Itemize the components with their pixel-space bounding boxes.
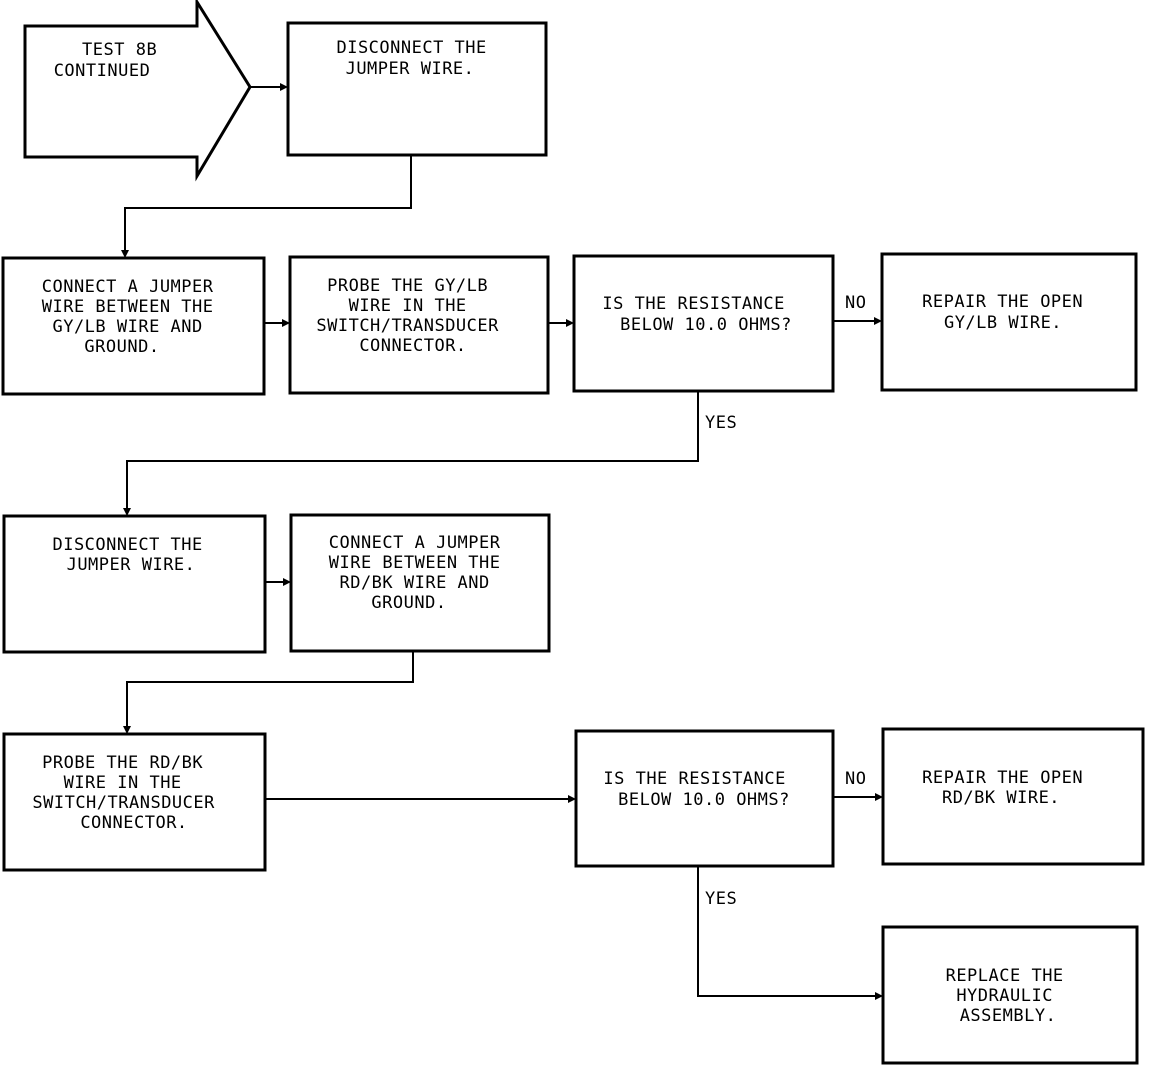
repair-gylb-box [880,252,1138,392]
decision-box-2 [574,729,835,868]
disconnect-jumper-label-2: DISCONNECT THE JUMPER WIRE. [52,535,213,575]
connect-rdbk-box [289,513,551,653]
start-label: TEST 8B CONTINUED [54,40,168,81]
connectors [121,83,883,1000]
decision-1-yes-label: YES [705,413,737,433]
decision-label-1: IS THE RESISTANCE BELOW 10.0 OHMS? [602,294,795,335]
probe-gylb-label: PROBE THE GY/LB WIRE IN THE SWITCH/TRANS… [316,276,509,356]
probe-rdbk-box [2,732,267,872]
probe-rdbk-label: PROBE THE RD/BK WIRE IN THE SWITCH/TRANS… [32,753,225,833]
disconnect-jumper-box-2 [2,514,267,654]
repair-rdbk-label: REPAIR THE OPEN RD/BK WIRE. [922,768,1094,808]
replace-box [881,925,1139,1065]
decision-1-no-label: NO [845,293,866,313]
decision-2-no-label: NO [845,769,866,789]
connect-gylb-box [1,256,266,396]
disconnect-jumper-label-1: DISCONNECT THE JUMPER WIRE. [336,38,497,79]
decision-2-yes-label: YES [705,889,737,909]
repair-rdbk-box [881,727,1145,866]
connect-gylb-label: CONNECT A JUMPER WIRE BETWEEN THE GY/LB … [42,277,225,357]
probe-gylb-box [288,255,550,395]
replace-label: REPLACE THE HYDRAULIC ASSEMBLY. [946,966,1075,1026]
start-arrow-shape [23,0,252,182]
decision-box-1 [572,254,835,393]
disconnect-jumper-box-1 [286,21,548,157]
connect-rdbk-label: CONNECT A JUMPER WIRE BETWEEN THE RD/BK … [329,533,512,613]
decision-label-2: IS THE RESISTANCE BELOW 10.0 OHMS? [603,769,796,810]
repair-gylb-label: REPAIR THE OPEN GY/LB WIRE. [922,292,1094,333]
